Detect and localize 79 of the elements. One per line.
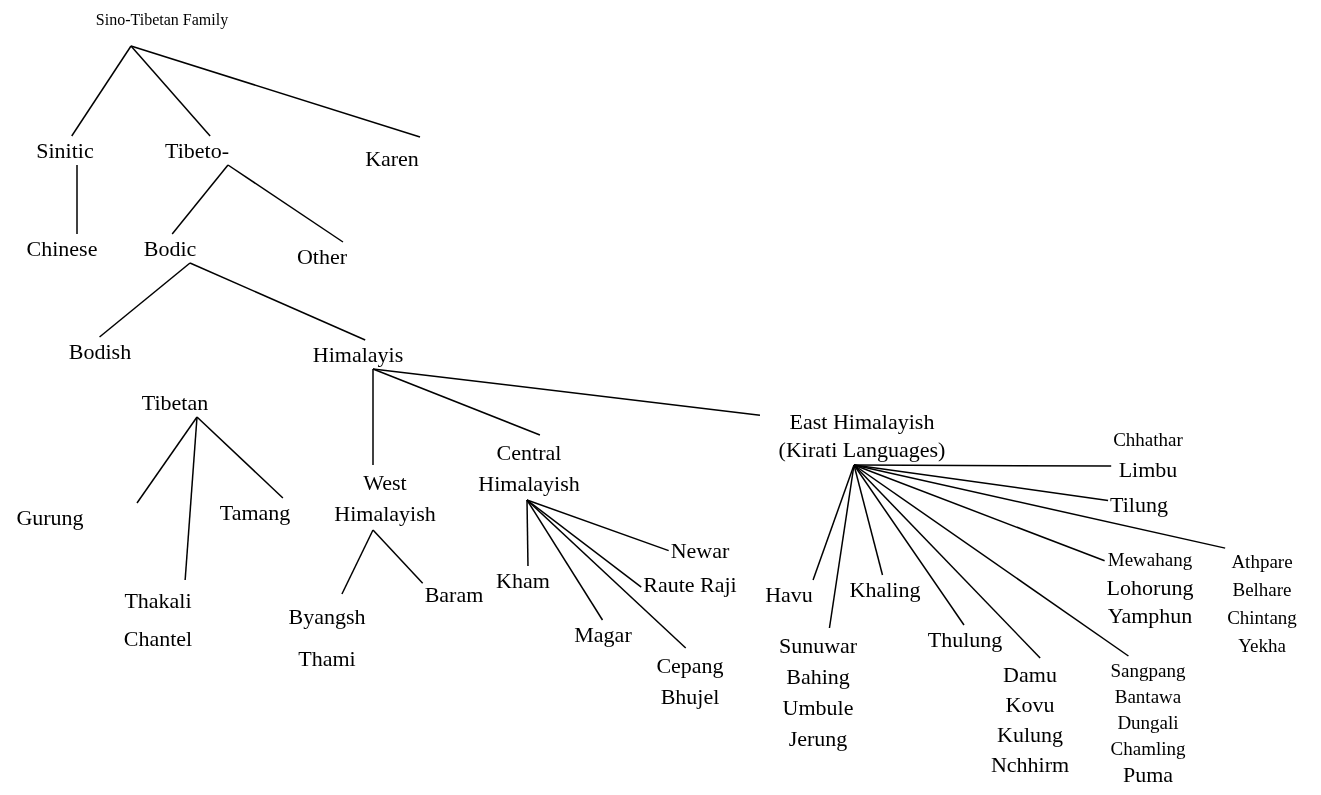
language-name: Chantel xyxy=(123,625,193,653)
language-name: West Himalayish xyxy=(330,467,440,529)
tree-branch-line xyxy=(812,464,855,581)
tree-branch-line xyxy=(76,164,78,235)
language-name: Yamphun xyxy=(1106,602,1194,630)
language-name: Nchhirm xyxy=(990,751,1070,779)
tree-branch-line xyxy=(853,464,1041,659)
language-name: Jerung xyxy=(787,725,849,753)
tree-branch-line xyxy=(853,464,884,576)
language-name: Chhathar xyxy=(1113,428,1183,452)
tree-branch-line xyxy=(341,529,374,595)
language-name: Kham xyxy=(496,568,550,594)
language-name: Raute Raji xyxy=(643,572,737,598)
tree-branch-line xyxy=(526,499,642,588)
tree-branch-line xyxy=(184,416,198,581)
language-name: Gurung xyxy=(16,505,84,531)
tree-branch-line xyxy=(171,164,229,235)
language-name: Bodic xyxy=(143,236,197,262)
language-name: Newar xyxy=(670,538,730,564)
tree-branch-line xyxy=(853,464,1226,549)
language-name: Tibeto- xyxy=(165,138,229,164)
language-name: Central Himalayish xyxy=(469,437,589,499)
language-name: Damu xyxy=(1002,661,1058,689)
tree-branch-line xyxy=(853,464,1130,657)
language-name: Dungali xyxy=(1116,711,1180,735)
language-name: Karen xyxy=(365,146,419,172)
language-name: Havu xyxy=(765,582,813,608)
language-name: Chamling xyxy=(1110,737,1186,761)
language-name: Bahing xyxy=(785,663,851,691)
language-name: Khaling xyxy=(849,577,921,603)
tree-branch-line xyxy=(71,45,132,137)
language-name: Tibetan xyxy=(141,390,209,416)
tree-branch-line xyxy=(227,164,344,243)
language-name: Kovu xyxy=(1004,691,1056,719)
language-name: Lohorung xyxy=(1106,574,1194,602)
language-name: Thami xyxy=(297,645,357,673)
tree-branch-line xyxy=(526,499,670,552)
language-name: Tilung xyxy=(1110,492,1168,518)
tree-branch-line xyxy=(372,368,541,436)
language-name: Yekha xyxy=(1237,634,1287,658)
tree-branch-line xyxy=(372,529,424,584)
tree-branch-line xyxy=(98,262,191,338)
tree-branch-line xyxy=(828,464,855,629)
language-name: Thulung xyxy=(927,627,1003,653)
language-name: Sino-Tibetan Family xyxy=(95,10,229,30)
language-name: Himalayis xyxy=(312,342,404,368)
language-name: Sangpang xyxy=(1110,659,1186,683)
language-name: Cepang Bhujel xyxy=(650,650,730,712)
language-name: Baram xyxy=(424,582,484,608)
tree-branch-line xyxy=(372,368,374,466)
language-name: Sinitic xyxy=(36,138,94,164)
language-name: Umbule xyxy=(781,694,855,722)
language-name: Kulung xyxy=(996,721,1064,749)
language-name: Chinese xyxy=(26,236,98,262)
language-name: Bodish xyxy=(68,339,132,365)
tree-branch-line xyxy=(526,499,529,567)
tree-branch-line xyxy=(526,499,604,621)
tree-branch-line xyxy=(196,416,284,499)
language-name: Belhare xyxy=(1231,578,1293,602)
language-name: Mewahang xyxy=(1106,548,1194,572)
language-name: Magar xyxy=(574,622,632,648)
language-name: East Himalayish (Kirati Languages) xyxy=(762,408,962,464)
language-name: Tamang xyxy=(219,500,291,526)
language-name: Thakali xyxy=(123,587,193,615)
tree-branch-line xyxy=(372,368,761,416)
language-name: Sunuwar xyxy=(778,632,858,660)
tree-branch-line xyxy=(136,416,198,504)
tree-branch-line xyxy=(189,262,366,341)
language-name: Puma xyxy=(1121,762,1175,788)
tree-branch-line xyxy=(853,464,1109,502)
language-name: Bantawa xyxy=(1113,685,1183,709)
language-name: Chintang xyxy=(1227,606,1297,630)
language-name: Limbu xyxy=(1117,456,1179,484)
language-name: Athpare xyxy=(1230,550,1294,574)
language-name: Other xyxy=(296,244,348,270)
tree-branch-line xyxy=(853,464,1112,467)
tree-branch-line xyxy=(130,45,211,137)
language-name: Byangsh xyxy=(288,603,366,631)
tree-branch-line xyxy=(130,45,421,138)
